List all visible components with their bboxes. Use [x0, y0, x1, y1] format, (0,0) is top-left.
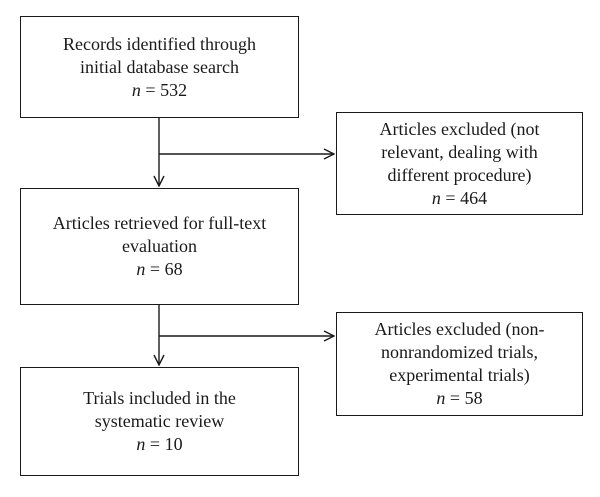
excluded-first-line-3: different procedure) [387, 164, 532, 185]
included-line-1: Trials included in the [83, 388, 236, 408]
records-count-value: = 532 [140, 79, 188, 100]
records-n-label: n [131, 79, 141, 100]
trials-included-box: Trials included in the systematic review… [20, 367, 299, 476]
excluded-second-n-label: n [436, 388, 446, 408]
records-identified-box: Records identified through initial datab… [20, 16, 299, 118]
included-count: n = 10 [136, 433, 182, 456]
included-count-value: = 10 [145, 434, 183, 454]
records-count: n = 532 [132, 79, 187, 102]
retrieved-n-label: n [136, 259, 146, 279]
excluded-first-box: Articles excluded (not relevant, dealing… [336, 112, 583, 215]
retrieved-line-2: evaluation [122, 236, 197, 256]
records-line-2: initial database search [80, 56, 239, 77]
articles-retrieved-box: Articles retrieved for full-text evaluat… [20, 188, 299, 305]
included-n-label: n [136, 434, 146, 454]
excluded-second-line-2: nonrandomized trials, [381, 342, 538, 362]
retrieved-count: n = 68 [136, 258, 182, 281]
excluded-first-line-1: Articles excluded (not [379, 118, 540, 139]
excluded-first-n-label: n [431, 187, 441, 208]
excluded-first-line-2: relevant, dealing with [381, 141, 538, 162]
excluded-second-box: Articles excluded (non- nonrandomized tr… [336, 312, 583, 416]
excluded-second-line-1: Articles excluded (non- [374, 319, 545, 339]
excluded-first-count-value: = 464 [440, 187, 488, 208]
excluded-second-count: n = 58 [436, 387, 482, 410]
retrieved-count-value: = 68 [145, 259, 183, 279]
records-line-1: Records identified through [63, 33, 256, 54]
excluded-second-line-3: experimental trials) [389, 365, 530, 385]
included-line-2: systematic review [94, 411, 225, 431]
excluded-first-count: n = 464 [432, 187, 487, 210]
excluded-second-count-value: = 58 [445, 388, 483, 408]
retrieved-line-1: Articles retrieved for full-text [52, 213, 267, 233]
